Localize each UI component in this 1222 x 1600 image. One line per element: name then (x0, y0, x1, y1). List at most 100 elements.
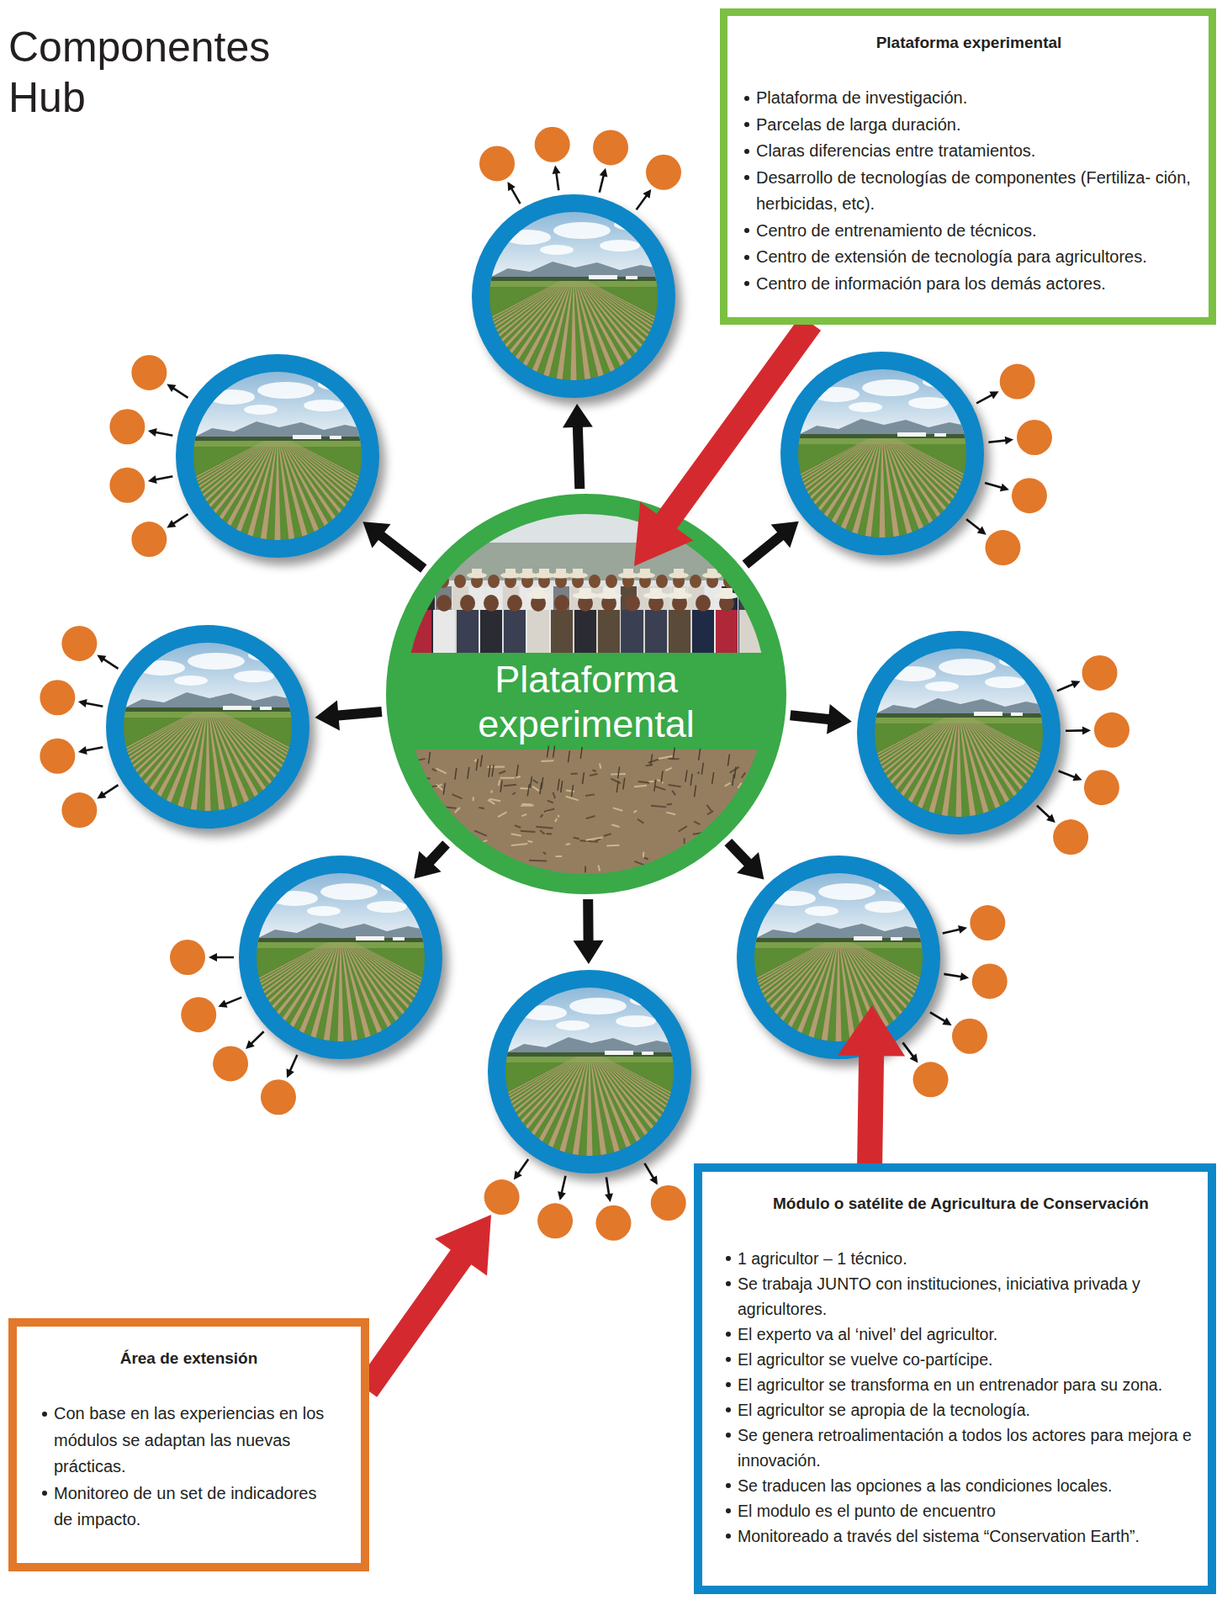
tree-line (505, 1052, 674, 1057)
hub-label: Plataforma experimental (443, 656, 730, 746)
sky (193, 371, 362, 441)
bullet-list: Con base en las experiencias en los módu… (42, 1400, 336, 1534)
small-arrow (976, 391, 1000, 404)
stubble (541, 777, 544, 789)
cloud (539, 244, 574, 255)
soil-texture (521, 814, 527, 816)
cloud (878, 879, 916, 892)
soil-texture (642, 851, 646, 858)
outcome-dot (595, 1205, 631, 1241)
soil-row (288, 440, 453, 540)
bullet-item: Se traducen las opciones a las condicion… (725, 1472, 1196, 1498)
soil-texture (613, 807, 623, 810)
soil-row (892, 438, 1043, 538)
hat-brim (466, 572, 487, 579)
bullet-dot (725, 1331, 731, 1337)
head (483, 594, 499, 612)
soil-row (284, 440, 395, 540)
stubble (567, 750, 570, 762)
soil-row (970, 717, 1148, 817)
field (874, 717, 1043, 817)
soil-texture (736, 867, 754, 868)
cloud (848, 402, 883, 413)
soil-texture (512, 792, 515, 794)
tree-line (193, 436, 362, 441)
stubble (546, 745, 549, 757)
field-photo (386, 987, 794, 1156)
soil-texture (599, 763, 601, 769)
cloud (270, 890, 318, 906)
bullet-dot (725, 1255, 731, 1261)
soil-texture (511, 833, 522, 836)
small-arrow (557, 1175, 567, 1201)
module-circle (635, 855, 1043, 1067)
soil-row (347, 941, 458, 1042)
mountains (123, 692, 292, 712)
cloud (613, 218, 651, 231)
stubble (672, 746, 675, 759)
soil-texture (766, 861, 769, 864)
building (625, 275, 638, 280)
callout-arrow (634, 315, 821, 567)
callout-box: Módulo o satélite de Agricultura de Cons… (693, 1163, 1217, 1594)
bullet-dot (744, 95, 750, 101)
stubble (527, 783, 530, 796)
soil-texture (511, 843, 528, 846)
soil-texture (665, 767, 672, 771)
hat (757, 568, 768, 576)
hat-brim (596, 592, 622, 599)
soil-row (275, 440, 281, 540)
soil-texture (557, 814, 561, 818)
field (754, 941, 923, 1042)
soil-row (582, 280, 720, 381)
bullet-dot (725, 1407, 731, 1413)
hat-brim (702, 572, 723, 579)
cloud (366, 900, 408, 913)
soil-row (572, 1056, 590, 1156)
mountains (754, 922, 923, 942)
diagram-title: Componentes Hub (8, 21, 286, 123)
soil-row (220, 711, 412, 811)
bullet-dot (725, 1507, 731, 1513)
soil-row (971, 717, 1163, 817)
stubble (571, 784, 574, 797)
stubble (500, 780, 503, 793)
head (507, 594, 523, 612)
soil-row (580, 280, 691, 381)
module-circle (679, 351, 1086, 563)
building (588, 275, 618, 280)
outcome-dot (131, 521, 167, 557)
field (798, 438, 967, 538)
soil-row (886, 438, 957, 538)
soil-row (894, 438, 1072, 538)
field (256, 941, 425, 1042)
soil-texture (522, 803, 533, 806)
small-arrow (513, 1158, 530, 1180)
module-circle (74, 354, 482, 566)
callout-box: Plataforma experimentalPlataforma de inv… (719, 8, 1217, 325)
outcome-dot (999, 364, 1036, 400)
soil-texture (464, 868, 467, 873)
bullet-dot (744, 280, 750, 286)
title-band (384, 652, 789, 750)
haze (874, 717, 1043, 724)
soil-texture (650, 805, 667, 808)
bullet-item: Centro de entrenamiento de técnicos. (744, 217, 1194, 245)
head (554, 594, 570, 612)
soil-row (835, 941, 842, 1042)
small-arrow (988, 436, 1014, 445)
soil-texture (478, 806, 484, 810)
outcome-dot (1052, 819, 1089, 855)
stubble (616, 780, 619, 793)
soil-texture (666, 803, 672, 806)
cloud (187, 652, 245, 670)
outcome-dot (212, 1045, 249, 1081)
stubble (734, 766, 736, 778)
stubble (618, 766, 620, 778)
bullet-dot (725, 1482, 731, 1488)
soil-row (486, 1056, 584, 1156)
soil-texture (471, 796, 475, 801)
outcome-dot (260, 1079, 297, 1115)
outcome-dot (61, 792, 97, 828)
field-photo (756, 648, 1163, 817)
